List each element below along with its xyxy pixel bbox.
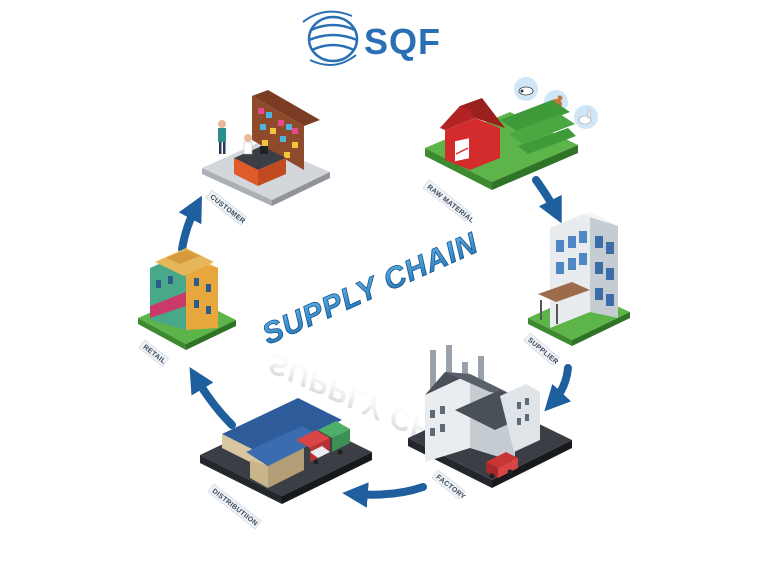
raw-material-label: RAW MATERIAL — [426, 184, 476, 225]
distribution-tag: DISTRIBUTIION — [207, 483, 262, 530]
customer-label: CUSTOMER — [209, 194, 247, 226]
arrow-retail-to-customer — [178, 195, 202, 253]
arrow-supplier-to-factory — [544, 364, 572, 412]
trucks — [296, 421, 350, 465]
barn — [440, 98, 505, 170]
supplier-tag: SUPPLIER — [523, 332, 560, 366]
truck-icon — [486, 452, 518, 479]
factory-label: FACTORY — [435, 474, 467, 501]
arrow-raw-to-supplier — [532, 176, 562, 224]
stage-supplier: SUPPLIER — [523, 212, 630, 366]
sqf-logo: SQF — [302, 10, 441, 66]
customer-person-icon — [218, 120, 226, 154]
raw-material-tag: RAW MATERIAL — [422, 179, 476, 225]
supplier-label: SUPPLIER — [526, 337, 559, 366]
arrow-factory-to-distribution — [342, 482, 427, 508]
logo-text: SQF — [364, 21, 441, 62]
clerk-person-icon — [243, 134, 253, 155]
retail-tag: RETAIL — [138, 339, 170, 367]
cycle-arrows — [178, 176, 572, 508]
arrow-distribution-to-retail — [189, 366, 236, 429]
stage-distribution: DISTRIBUTIION — [200, 398, 372, 530]
stage-retail: RETAIL — [138, 248, 236, 367]
stage-customer: CUSTOMER — [202, 90, 330, 226]
supply-chain-title: SUPPLY CHAIN — [257, 226, 484, 352]
counter — [234, 146, 286, 186]
globe-icon — [302, 10, 359, 66]
factory-tag: FACTORY — [431, 469, 467, 501]
stage-factory: FACTORY — [408, 345, 572, 501]
stage-raw-material: RAW MATERIAL — [422, 77, 598, 225]
distribution-label: DISTRIBUTIION — [211, 488, 259, 528]
customer-tag: CUSTOMER — [205, 189, 248, 226]
store-shelf — [252, 90, 320, 170]
title-text: SUPPLY CHAIN — [257, 227, 483, 352]
